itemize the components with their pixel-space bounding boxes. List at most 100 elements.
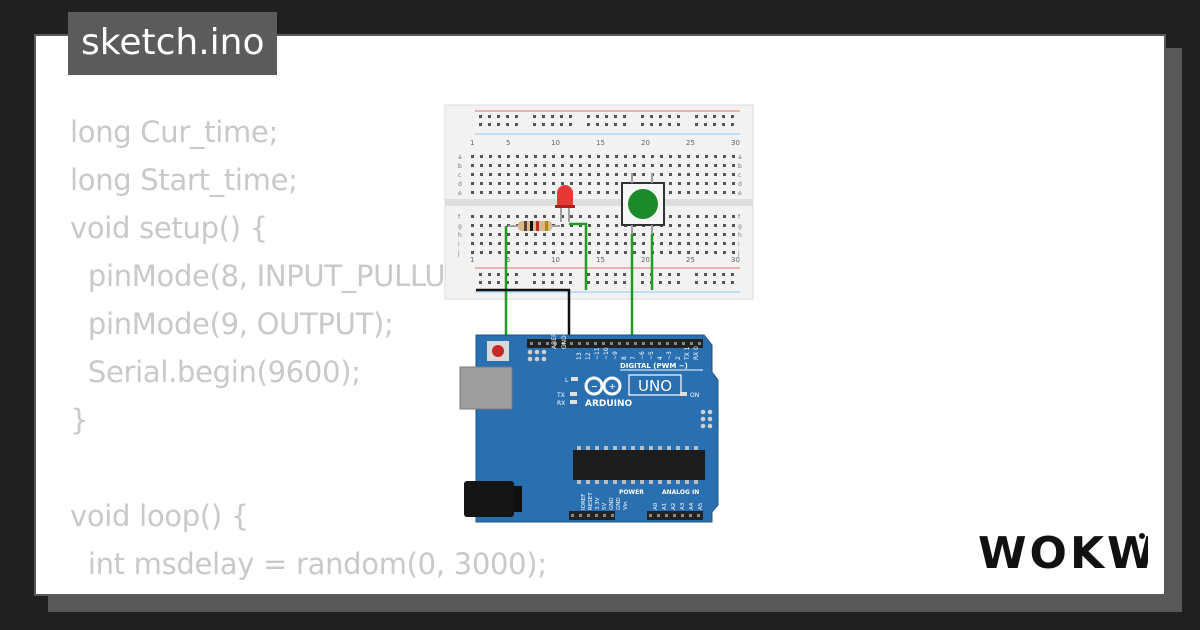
analog-label: ANALOG IN [662,489,699,496]
row-letter: g [738,223,742,230]
row-letter: b [738,163,742,170]
svg-text:+: + [609,382,616,391]
tx-led-label: TX [556,392,565,399]
column-number: 5 [506,139,510,147]
code-line: void setup() { [70,211,268,245]
wire-led-to-gnd-rail [569,222,588,290]
wokwi-logo: WOKWi [978,528,1148,578]
digital-pin-label: 7 [630,356,637,360]
atmega-chip [573,450,705,480]
row-letter: a [458,154,462,161]
power-pin-label: RESET [588,492,594,510]
power-pin-label: 3.3V [595,497,601,510]
power-header [569,511,615,520]
row-letter: f [458,214,461,221]
led [555,185,575,222]
column-number: 20 [641,256,650,264]
column-number: 5 [506,256,510,264]
wire-gnd-rail-to-arduino [476,288,571,341]
row-letter: j [457,250,460,257]
column-number: 10 [551,256,560,264]
row-letter: g [458,223,462,230]
power-pin-label: Vin [623,501,629,510]
arduino-logo: − + [584,376,622,396]
resistor [508,221,560,231]
breadboard-holes [471,115,735,284]
column-number: 30 [731,139,740,147]
column-number: 25 [686,139,695,147]
code-line: void loop() { [70,499,249,533]
code-line: Serial.begin(9600); [70,355,361,389]
row-letter: e [738,190,742,197]
digital-pin-label: ~6 [639,351,646,360]
digital-pin-label: ~5 [648,351,655,360]
file-tab-label: sketch.ino [81,22,265,63]
row-letter: h [738,232,742,239]
code-line: long Cur_time; [70,115,278,149]
arduino-model: UNO [638,377,672,395]
digital-pin-label: 4 [657,356,664,360]
digital-pin-label: 13 [576,352,583,360]
code-line: int msdelay = random(0, 3000); [70,547,547,581]
analog-pin-label: A2 [671,503,677,510]
row-letter: f [738,214,741,221]
row-letter: a [738,154,742,161]
analog-pin-label: A0 [653,502,659,510]
digital-pin-label: ~10 [603,347,610,360]
power-pin-label: GND [609,497,615,510]
aref-label: AREF [551,333,558,349]
column-number: 30 [731,256,740,264]
svg-text:−: − [591,382,598,391]
push-button[interactable] [621,173,665,234]
power-pin-label: IOREF [581,494,587,510]
l-led-label: L [565,377,569,384]
column-number: 1 [470,256,474,264]
power-jack [464,481,514,517]
column-number: 20 [641,139,650,147]
row-letter: j [737,250,740,257]
row-letter: h [458,232,462,239]
column-number: 10 [551,139,560,147]
column-number: 15 [596,256,605,264]
analog-pin-label: A5 [698,502,704,510]
analog-pin-label: A4 [689,502,695,510]
row-letter: i [458,241,460,248]
wokwi-logo-text: WOKWi [978,528,1148,578]
rx-led-label: RX [557,400,565,407]
analog-pin-label: A1 [662,503,668,510]
power-pin-label: GND [616,497,622,510]
digital-pin-label: 2 [675,356,682,360]
digital-pin-label: ~11 [594,347,601,360]
digital-pin-label: RX 0 [693,346,700,360]
row-letter: d [738,181,742,188]
power-pin-label: 5V [602,503,608,510]
digital-pin-label: ~9 [612,351,619,360]
icsp-header [527,349,547,362]
digital-label: DIGITAL (PWM ~) [620,362,688,370]
analog-pin-label: A3 [680,502,686,510]
row-letter: d [458,181,462,188]
code-line: long Start_time; [70,163,298,197]
column-number: 15 [596,139,605,147]
code-line: } [70,403,89,437]
file-tab[interactable]: sketch.ino [68,12,278,75]
digital-header [527,339,703,348]
gnd-label: GND [561,335,568,349]
row-letter: c [738,172,741,179]
column-number: 1 [470,139,474,147]
code-line: pinMode(9, OUTPUT); [70,307,394,341]
digital-pin-label: TX 1 [684,346,691,361]
usb-port [459,366,513,410]
row-letter: i [738,241,740,248]
row-letter: e [458,190,462,197]
power-label: POWER [619,489,644,496]
digital-pin-label: ~3 [666,351,673,360]
digital-pin-label: 8 [621,356,628,360]
reset-button-cap[interactable] [492,345,504,357]
icsp-header-2 [700,409,713,429]
column-number: 25 [686,256,695,264]
